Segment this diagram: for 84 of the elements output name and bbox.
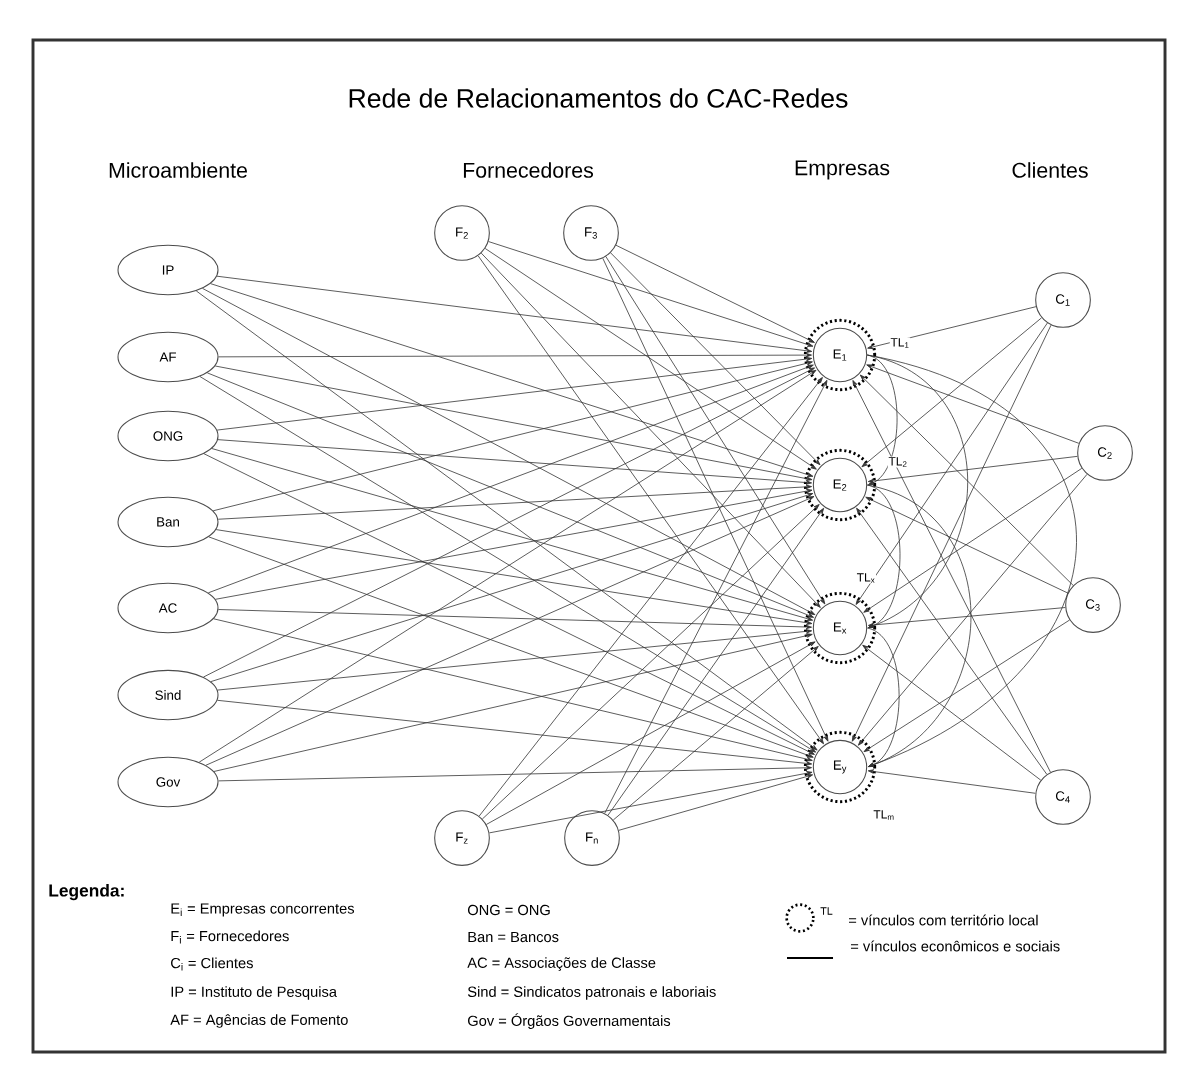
column-heading: Empresas bbox=[795, 160, 890, 180]
connector-arrow bbox=[218, 352, 812, 358]
connector-arrow bbox=[218, 765, 812, 782]
connector-arrow bbox=[216, 275, 813, 353]
column-heading: Microambiente bbox=[109, 162, 247, 178]
connector-arrow bbox=[210, 493, 814, 683]
connector-arrow bbox=[217, 484, 812, 520]
connector-arrow bbox=[859, 374, 1074, 586]
connector-arrow bbox=[480, 252, 821, 608]
connector-arrow bbox=[618, 774, 814, 831]
legend-text: = vínculos econômicos e sociais bbox=[851, 940, 1060, 952]
connector-arrow bbox=[867, 306, 1037, 350]
ring-label: TL$_{m}$ bbox=[872, 809, 896, 821]
connector-arrow bbox=[484, 248, 817, 470]
connector-arrow bbox=[215, 488, 813, 600]
legend-text: C$_{i}$ = Clientes bbox=[171, 957, 253, 971]
connector-arrow bbox=[215, 529, 813, 625]
connector-arrow bbox=[213, 618, 813, 762]
connector-arrow bbox=[485, 641, 816, 825]
connector-arrow bbox=[605, 256, 826, 605]
ring-label: TL$_{2}$ bbox=[887, 456, 909, 468]
legend-text: Ban = Bancos bbox=[468, 931, 559, 943]
connector-arrow bbox=[217, 699, 813, 766]
column-heading: Fornecedores bbox=[463, 162, 594, 178]
connector-arrow bbox=[866, 627, 900, 767]
legend-text: ONG = ONG bbox=[467, 904, 550, 916]
legend-text: IP = Instituto de Pesquisa bbox=[171, 986, 337, 1000]
connector-arrow bbox=[488, 241, 814, 347]
connector-arrow bbox=[867, 607, 1066, 628]
legend-text: E$_{i}$ = Empresas concorrentes bbox=[171, 903, 355, 917]
column-heading: Clientes bbox=[1012, 162, 1088, 178]
legend-text: Sind = Sindicatos patronais e laboriais bbox=[467, 986, 716, 1000]
connector-arrow bbox=[216, 356, 813, 431]
ring-label: TL$_{x}$ bbox=[856, 572, 876, 584]
connector-arrow bbox=[866, 354, 898, 485]
legend-text: = vínculos com território local bbox=[849, 914, 1038, 926]
connector-arrow bbox=[607, 507, 825, 816]
connector-arrow bbox=[212, 361, 813, 512]
legend-text: Gov = Órgãos Governamentais bbox=[468, 1013, 671, 1029]
legend-text: TL bbox=[820, 907, 833, 915]
connector-arrow bbox=[866, 484, 901, 628]
connector-arrow bbox=[210, 283, 814, 477]
ring-label: TL$_{1}$ bbox=[889, 337, 911, 349]
legend-heading: Legenda: bbox=[49, 883, 124, 901]
connector-arrow bbox=[857, 473, 1088, 746]
connector-arrow bbox=[213, 633, 813, 772]
connector-arrow bbox=[867, 455, 1078, 484]
connector-arrow bbox=[862, 644, 1042, 781]
connector-arrow bbox=[863, 467, 1083, 613]
connector-arrow bbox=[217, 629, 813, 691]
connector-arrow bbox=[861, 317, 1042, 468]
connector-arrow bbox=[205, 496, 815, 766]
connector-arrow bbox=[866, 364, 1080, 444]
connector-arrow bbox=[217, 439, 812, 485]
connector-arrow bbox=[867, 769, 1036, 794]
title: Rede de Relacionamentos do CAC-Redes bbox=[349, 88, 848, 108]
connector-arrow bbox=[851, 324, 1052, 742]
connector-arrow bbox=[866, 484, 972, 767]
connector-arrow bbox=[481, 504, 820, 820]
connector-arrow bbox=[203, 453, 815, 755]
connector-arrow bbox=[615, 244, 815, 343]
connector-arrow bbox=[218, 609, 812, 630]
connector-arrow bbox=[208, 536, 814, 758]
connector-arrow bbox=[856, 507, 1048, 775]
legend-text: AF = Agências de Fomento bbox=[170, 1014, 348, 1028]
connector-arrow bbox=[855, 322, 1048, 605]
connector-arrow bbox=[612, 646, 819, 821]
connector-arrow bbox=[852, 380, 1051, 773]
connector-arrow bbox=[602, 257, 829, 742]
connector-arrow bbox=[610, 252, 821, 466]
connector-arrow bbox=[863, 619, 1070, 753]
connector-arrow bbox=[478, 377, 823, 817]
connector-arrow bbox=[211, 448, 814, 621]
connector-arrow bbox=[477, 255, 824, 745]
legend-text: AC = Associações de Classe bbox=[467, 957, 656, 971]
legend-text: F$_{i}$ = Fornecedores bbox=[171, 930, 289, 944]
connector-arrow bbox=[604, 379, 828, 814]
connector-arrow bbox=[865, 496, 1069, 594]
connector-arrow bbox=[195, 290, 818, 751]
connector-arrow bbox=[489, 771, 813, 834]
connector-arrow bbox=[214, 365, 813, 481]
connector-arrow bbox=[203, 367, 815, 678]
connector-arrow bbox=[866, 354, 1077, 767]
connector-arrow bbox=[202, 288, 816, 616]
